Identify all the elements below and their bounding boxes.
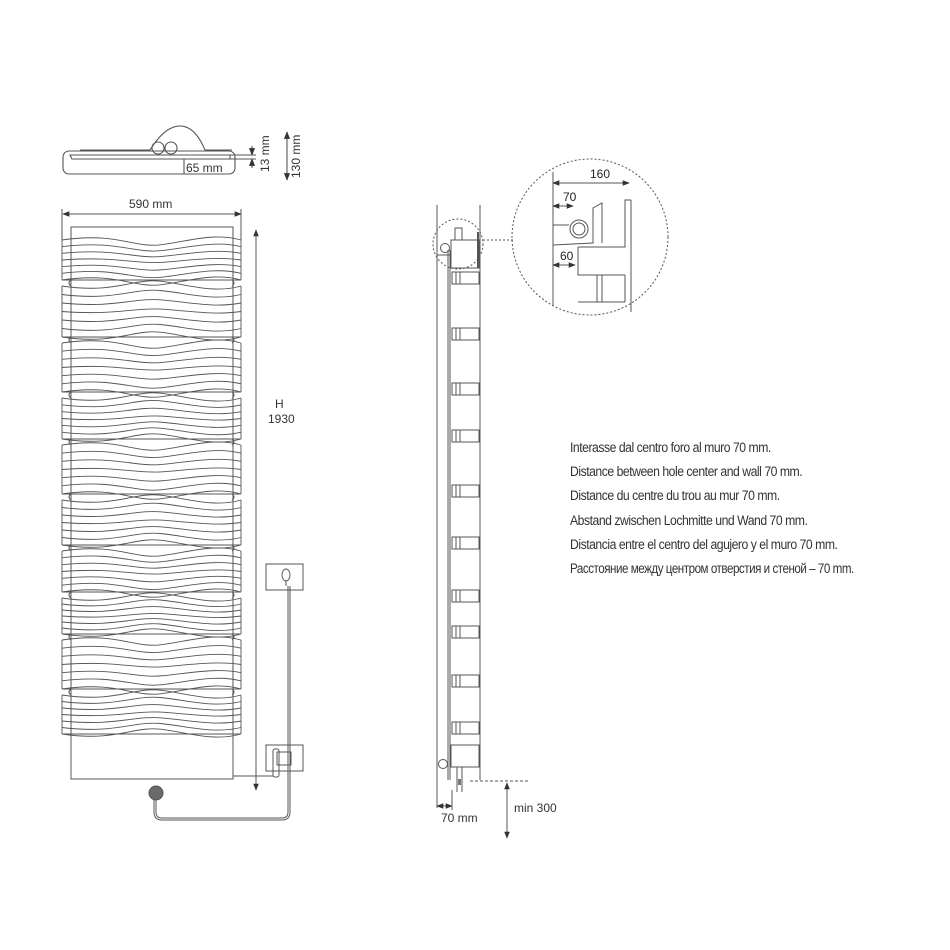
radiator-panel bbox=[61, 339, 242, 398]
height-label-value: 1930 bbox=[268, 412, 295, 426]
wall-bracket bbox=[451, 721, 480, 735]
hole-center-label: 70 bbox=[563, 190, 577, 204]
radiator-panel bbox=[61, 280, 242, 341]
wall-bracket bbox=[451, 625, 480, 639]
radiator-panel bbox=[61, 636, 242, 695]
radiator-panel bbox=[61, 392, 242, 443]
note-italian: Interasse dal centro foro al muro 70 mm. bbox=[570, 440, 771, 456]
wall-bracket bbox=[451, 429, 480, 443]
height-label-letter: H bbox=[275, 397, 284, 411]
radiator-panel bbox=[61, 236, 242, 286]
floor-clearance-label: min 300 bbox=[514, 801, 557, 815]
width-label: 590 mm bbox=[129, 197, 173, 211]
wall-bracket bbox=[451, 327, 480, 341]
heating-element-knob bbox=[148, 785, 164, 801]
detail-view bbox=[511, 158, 669, 316]
side-brackets bbox=[451, 271, 480, 735]
note-french: Distance du centre du trou au mur 70 mm. bbox=[570, 488, 780, 505]
wall-bracket bbox=[451, 484, 480, 498]
note-russian: Расстояние между центром отверстия и сте… bbox=[570, 560, 854, 576]
front-view bbox=[61, 209, 259, 791]
radiator-panel bbox=[61, 592, 242, 638]
depth-label: 65 mm bbox=[186, 161, 223, 175]
bracket-depth-label: 160 bbox=[590, 167, 611, 181]
electrical-connection bbox=[153, 563, 304, 821]
radiator-panel bbox=[61, 494, 242, 549]
installation-notes: Interasse dal centro foro al muro 70 mm.… bbox=[570, 436, 854, 581]
wall-bracket bbox=[451, 536, 480, 550]
wall-bracket bbox=[451, 271, 480, 285]
note-spanish: Distancia entre el centro del agujero y … bbox=[570, 536, 838, 553]
total-depth-label: 130 mm bbox=[289, 134, 303, 178]
tube-offset-label: 13 mm bbox=[258, 135, 272, 172]
note-english: Distance between hole center and wall 70… bbox=[570, 464, 803, 481]
top-view bbox=[62, 125, 291, 181]
note-german: Abstand zwischen Lochmitte und Wand 70 m… bbox=[570, 512, 808, 529]
side-view bbox=[432, 205, 530, 839]
mount-label: 60 bbox=[560, 249, 574, 263]
radiator-panels bbox=[61, 236, 242, 738]
wall-bracket bbox=[451, 674, 480, 688]
radiator-panel bbox=[61, 547, 242, 598]
wall-bracket bbox=[451, 382, 480, 396]
wall-bracket bbox=[451, 589, 480, 603]
radiator-panel bbox=[61, 441, 242, 500]
wall-distance-label: 70 mm bbox=[441, 811, 478, 825]
radiator-panel bbox=[61, 689, 242, 738]
